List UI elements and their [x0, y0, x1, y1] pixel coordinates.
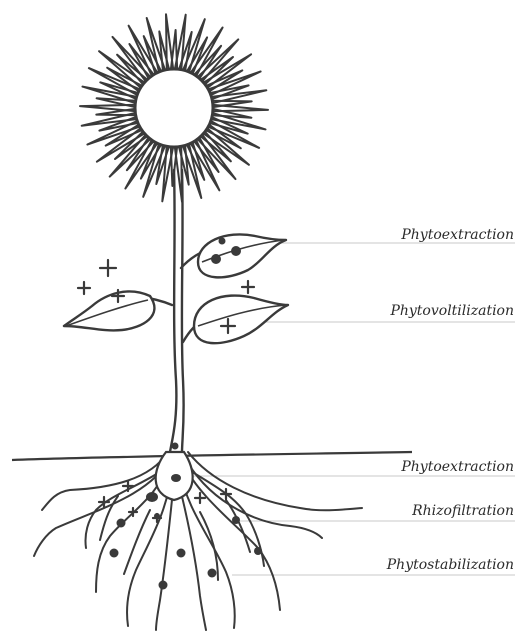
- plus-icon: [78, 282, 90, 294]
- petal: [171, 30, 177, 70]
- label-phytoextraction-roots: Phytoextraction: [401, 459, 514, 475]
- label-phytostabilization: Phytostabilization: [387, 557, 514, 573]
- label-phytoextraction-leaves: Phytoextraction: [401, 227, 514, 243]
- leaves: [64, 234, 288, 343]
- label-phytovolatilization: Phytovoltilization: [390, 303, 514, 319]
- roots: [34, 452, 362, 630]
- plus-icon: [242, 281, 254, 293]
- label-rhizofiltration: Rhizofiltration: [412, 503, 514, 519]
- leader-lines: [178, 243, 515, 575]
- ground-line: [12, 452, 412, 460]
- leaf-right: [194, 296, 288, 344]
- flower-center: [135, 69, 213, 147]
- plus-icon: [100, 260, 116, 276]
